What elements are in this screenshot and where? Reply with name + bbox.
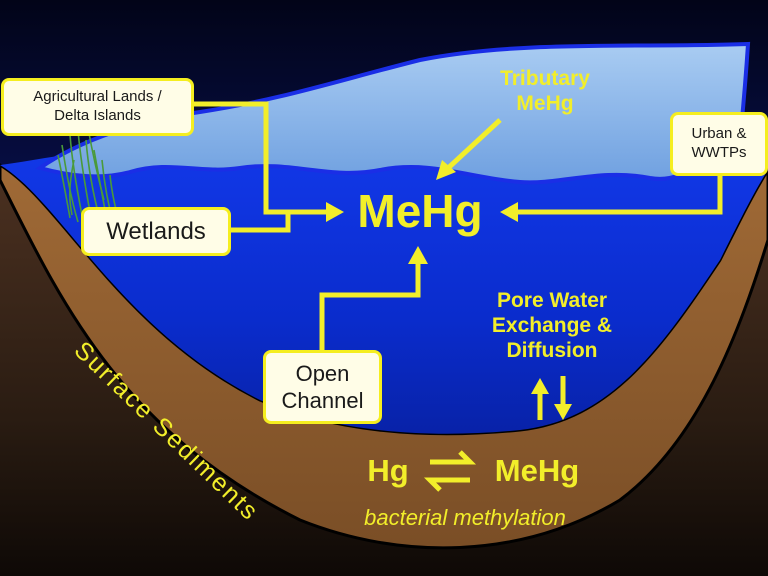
urban-wwtps-box: Urban & WWTPs	[670, 112, 768, 176]
equilibrium-arrows-icon	[423, 450, 477, 492]
wetlands-label: Wetlands	[106, 217, 206, 245]
urban-flow-line	[512, 176, 723, 215]
sediment-mehg-label: MeHg	[494, 453, 580, 488]
up-arrowhead-icon	[408, 246, 428, 264]
urban-wwtps-label: Urban & WWTPs	[691, 125, 747, 161]
pore-down-arrowhead-icon	[554, 404, 572, 420]
open-channel-label: Open Channel	[281, 360, 364, 414]
sediment-hg-label: Hg	[367, 453, 409, 488]
arrowheads	[326, 160, 572, 420]
open-channel-flow-line	[319, 260, 421, 352]
flow-lines	[190, 101, 723, 420]
pore-water-label: Pore Water Exchange & Diffusion	[491, 289, 613, 363]
agricultural-lands-box: Agricultural Lands / Delta Islands	[1, 78, 194, 136]
central-mehg-label: MeHg	[357, 185, 483, 237]
left-arrowhead-icon	[500, 202, 518, 222]
right-arrowhead-icon	[326, 202, 344, 222]
wetlands-flow-line	[230, 212, 291, 233]
open-channel-box: Open Channel	[263, 350, 382, 424]
tributary-arrowhead-icon	[436, 160, 456, 180]
agricultural-lands-label: Agricultural Lands / Delta Islands	[33, 88, 162, 124]
pore-up-arrowhead-icon	[531, 378, 549, 394]
wetlands-box: Wetlands	[81, 207, 231, 256]
tributary-arrow-shaft	[444, 118, 502, 172]
tributary-mehg-label: Tributary MeHg	[500, 67, 590, 116]
bacterial-methylation-label: bacterial methylation	[364, 505, 566, 530]
deep-ground	[0, 180, 768, 576]
agricultural-flow-line	[190, 101, 330, 215]
